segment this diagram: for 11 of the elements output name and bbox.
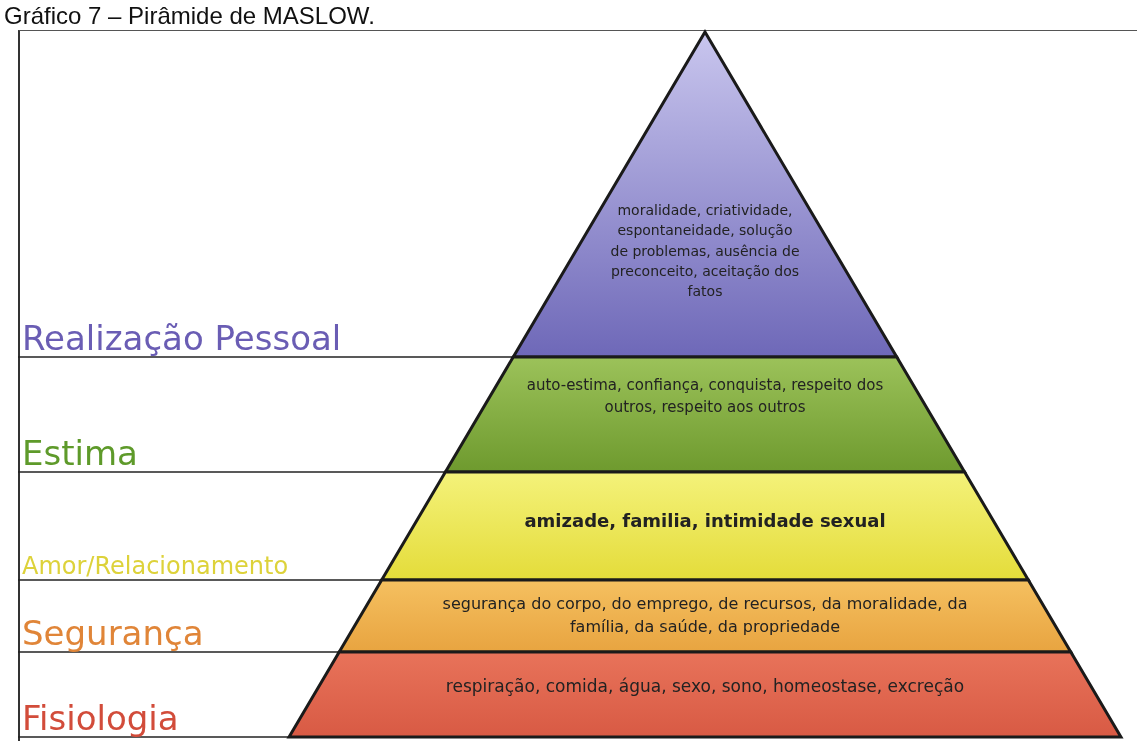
level-heading: Segurança [22, 616, 204, 650]
level-description: segurança do corpo, do emprego, de recursos, da moralidade, da família, da saúde, da propriedade [441, 593, 969, 639]
level-description: auto-estima, confiança, conquista, respeito dos outros, respeito aos outros [525, 375, 885, 418]
level-description: amizade, familia, intimidade sexual [523, 509, 887, 533]
level-description: moralidade, criatividade, espontaneidade, solução de problemas, ausência de preconceito, aceitação dos fatos [610, 201, 800, 302]
level-heading: Realização Pessoal [22, 321, 342, 355]
level-heading: Estima [22, 436, 138, 470]
level-heading: Amor/Relacionamento [22, 554, 289, 578]
diagram-title: Gráfico 7 – Pirâmide de MASLOW. [4, 2, 375, 30]
level-heading: Fisiologia [22, 701, 179, 735]
level-description: respiração, comida, água, sexo, sono, homeostase, excreção [444, 675, 966, 698]
